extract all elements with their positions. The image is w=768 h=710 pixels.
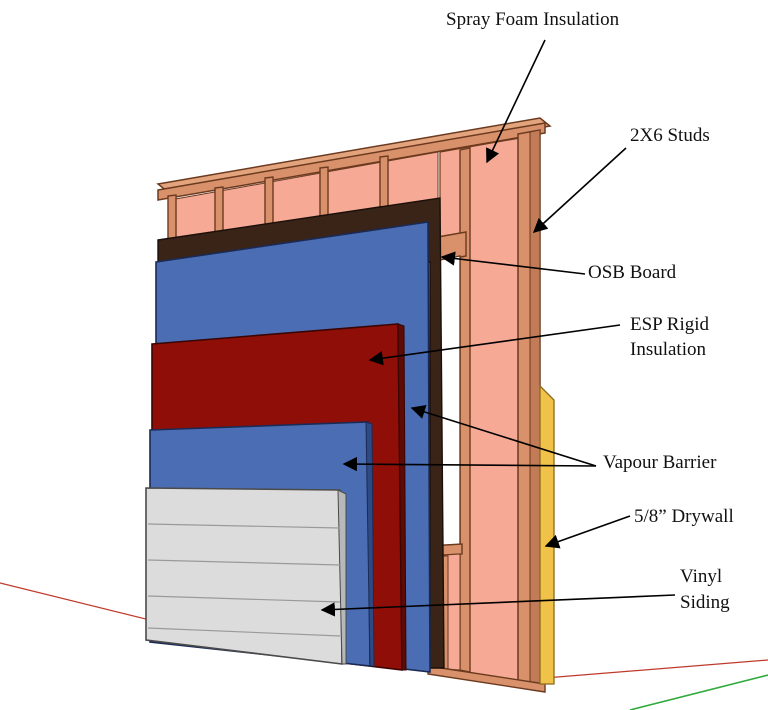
label-spray-foam: Spray Foam Insulation [446, 9, 620, 30]
arrow-osb [440, 251, 586, 275]
label-vinyl-line2: Siding [680, 592, 730, 613]
annotation-arrows [320, 39, 676, 617]
label-drywall: 5/8” Drywall [634, 506, 734, 527]
arrow-vapour-2 [342, 456, 597, 472]
label-vapour-barrier: Vapour Barrier [603, 452, 717, 473]
arrow-vinyl [320, 594, 676, 617]
label-osb-board: OSB Board [588, 262, 677, 283]
label-vinyl-line1: Vinyl [680, 566, 722, 587]
label-esp-line2: Insulation [630, 339, 706, 360]
drywall-sheet [539, 384, 555, 685]
vinyl-siding [145, 487, 347, 665]
ground-axis-green [629, 674, 768, 710]
ground-axis-red-right [544, 659, 768, 679]
arrow-esp [368, 324, 621, 366]
arrow-studs [532, 147, 627, 233]
arrow-drywall [544, 515, 631, 549]
arrow-spray-foam [486, 39, 546, 164]
stud-frame [156, 117, 552, 693]
annotation-labels: Spray Foam Insulation 2X6 Studs OSB Boar… [446, 9, 734, 613]
arrow-vapour-1 [410, 405, 597, 467]
label-esp-line1: ESP Rigid [630, 314, 710, 335]
label-studs: 2X6 Studs [630, 125, 710, 146]
